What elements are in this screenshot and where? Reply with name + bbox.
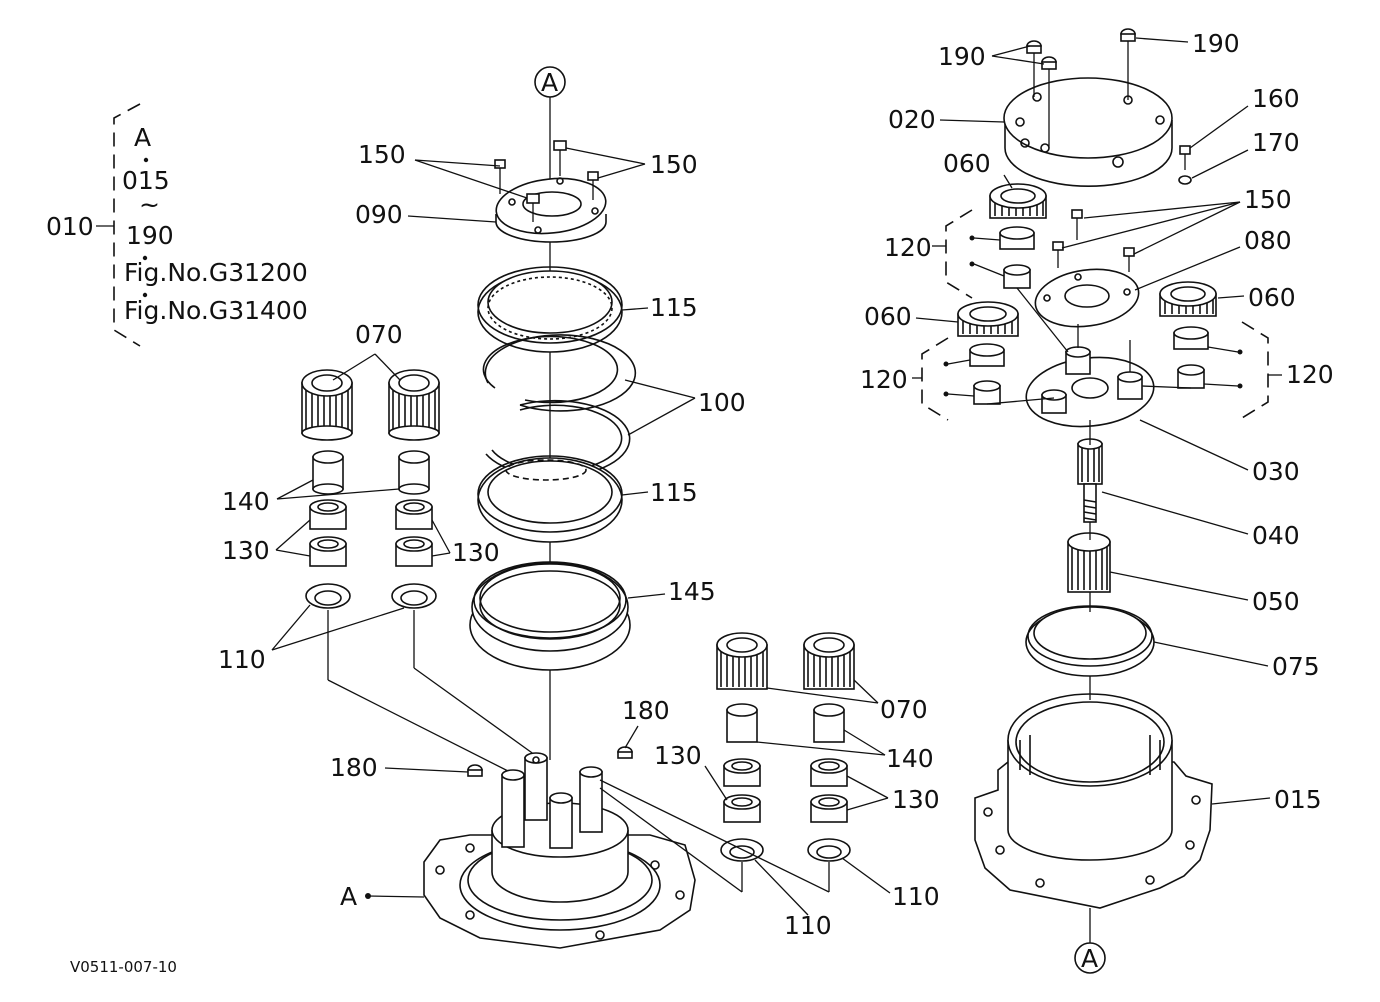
- label-110: 110: [892, 882, 940, 911]
- part-180-plugs: [467, 746, 633, 777]
- label-070: 070: [355, 320, 403, 349]
- part-070-gear-1: [301, 369, 353, 441]
- label-150: 150: [650, 150, 698, 179]
- leaders-left-to-carrier: [327, 610, 536, 773]
- svg-text:A: A: [1081, 944, 1098, 973]
- part-110-washers-left: [305, 583, 437, 609]
- part-075-ring: [1025, 605, 1155, 677]
- label-050: 050: [1252, 587, 1300, 616]
- label-190: 190: [938, 42, 986, 71]
- label-080: 080: [1244, 226, 1292, 255]
- part-060-gear-3: [1159, 281, 1217, 317]
- label-150: 150: [358, 140, 406, 169]
- part-115-bearing-top: [477, 266, 623, 353]
- part-145-ring: [469, 561, 631, 671]
- part-120-set-upper-left: [945, 209, 1035, 299]
- label-075: 075: [1272, 652, 1320, 681]
- part-160-170-bolt-washer: [1178, 145, 1192, 185]
- label-140: 140: [222, 487, 270, 516]
- label-115: 115: [650, 478, 698, 507]
- label-180: 180: [622, 696, 670, 725]
- label-110: 110: [218, 645, 266, 674]
- leaders-sets-to-carrier: [986, 287, 1192, 405]
- label-015: 015: [1274, 785, 1322, 814]
- part-030-carrier: [1025, 324, 1155, 428]
- part-050-gear: [1067, 532, 1111, 593]
- part-110-washers-right: [720, 838, 851, 862]
- label-070: 070: [880, 695, 928, 724]
- part-015-housing: [974, 693, 1213, 909]
- label-180: 180: [330, 753, 378, 782]
- label-130: 130: [654, 741, 702, 770]
- group-line-015: 015: [122, 166, 170, 195]
- part-130-bearings-right: [723, 758, 848, 823]
- part-060-gear-1: [989, 183, 1047, 219]
- group-number: 010: [46, 212, 94, 241]
- part-090-plate: [495, 177, 607, 243]
- part-020-cover: [1003, 77, 1173, 187]
- part-140-sleeves-right: [726, 703, 845, 743]
- part-040-shaft: [1077, 438, 1103, 523]
- drawing-code: V0511-007-10: [70, 958, 177, 976]
- label-170: 170: [1252, 128, 1300, 157]
- part-115-bearing-bottom: [477, 455, 623, 543]
- part-150-bolts-left: [494, 140, 599, 222]
- label-130: 130: [222, 536, 270, 565]
- label-145: 145: [668, 577, 716, 606]
- part-060-gear-2: [957, 301, 1019, 337]
- label-090: 090: [355, 200, 403, 229]
- callout-a-base: A: [340, 882, 425, 911]
- label-030: 030: [1252, 457, 1300, 486]
- label-110: 110: [784, 911, 832, 940]
- group-line-190: 190: [126, 221, 174, 250]
- part-070-gear-2: [388, 369, 440, 441]
- svg-text:A: A: [541, 68, 558, 97]
- label-060: 060: [1248, 283, 1296, 312]
- group-line-a: A: [134, 123, 151, 152]
- part-base-carrier: [423, 752, 696, 949]
- label-160: 160: [1252, 84, 1300, 113]
- group-line-fig-1: Fig.No.G31200: [124, 258, 308, 287]
- label-120: 120: [1286, 360, 1334, 389]
- part-070-gear-3: [716, 632, 768, 690]
- label-100: 100: [698, 388, 746, 417]
- group-legend: 010 A 015 ~ 190 Fig.No.G31200 Fig.No.G31…: [46, 103, 308, 347]
- part-120-set-lower-left: [921, 337, 1005, 421]
- label-120: 120: [860, 365, 908, 394]
- part-140-sleeves-left: [312, 450, 430, 495]
- label-140: 140: [886, 744, 934, 773]
- leader-lines: [271, 37, 1282, 916]
- part-130-bearings-left: [309, 499, 433, 567]
- part-150-bolts-right: [1052, 209, 1135, 272]
- label-060: 060: [943, 149, 991, 178]
- part-labels: 150 150 090 115 100 115 145 070 140 130 …: [218, 29, 1334, 940]
- callout-a-bottom: A: [1074, 908, 1106, 974]
- svg-text:A: A: [340, 882, 357, 911]
- label-115: 115: [650, 293, 698, 322]
- part-080-plate: [1034, 268, 1140, 328]
- label-190: 190: [1192, 29, 1240, 58]
- group-line-fig-2: Fig.No.G31400: [124, 296, 308, 325]
- label-040: 040: [1252, 521, 1300, 550]
- part-190-plugs: [1026, 28, 1136, 148]
- label-130: 130: [892, 785, 940, 814]
- label-060: 060: [864, 302, 912, 331]
- label-130: 130: [452, 538, 500, 567]
- label-020: 020: [888, 105, 936, 134]
- part-070-gear-4: [803, 632, 855, 690]
- label-150: 150: [1244, 185, 1292, 214]
- group-line-tilde: ~: [139, 190, 160, 219]
- part-100-snap-rings: [482, 334, 637, 478]
- leaders-right-to-carrier: [599, 779, 830, 893]
- label-120: 120: [884, 233, 932, 262]
- part-120-set-right: [1173, 321, 1269, 419]
